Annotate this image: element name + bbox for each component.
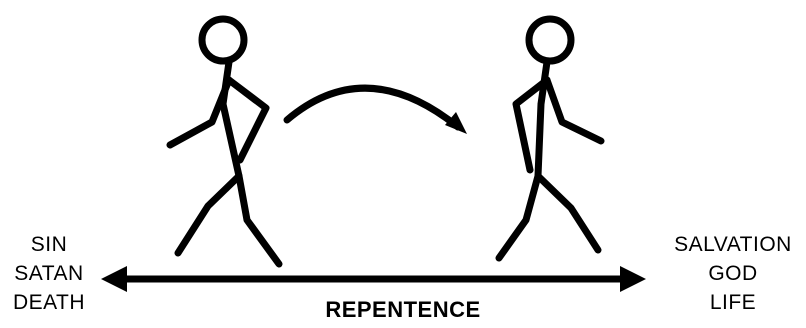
left-figure-front-leg: [239, 176, 279, 264]
right-figure-head: [529, 19, 571, 61]
left-figure-back-arm: [170, 80, 229, 145]
arrow-right-head: [620, 266, 646, 292]
left-figure-back-leg: [178, 176, 239, 253]
label-sin: SIN: [31, 230, 68, 259]
curved-arrow-shaft: [287, 88, 458, 127]
right-figure-front-leg: [538, 176, 598, 250]
label-satan: SATAN: [14, 259, 83, 288]
right-stick-figure-icon: [499, 19, 601, 258]
arrow-left-head: [101, 266, 127, 292]
left-stick-figure-icon: [170, 19, 279, 264]
right-figure-front-arm: [547, 80, 601, 141]
double-headed-arrow-icon: [101, 266, 646, 292]
right-figure-back-leg: [499, 176, 538, 258]
label-god: GOD: [708, 259, 757, 288]
center-label: REPENTENCE: [0, 297, 806, 323]
curved-arrow-icon: [287, 88, 467, 134]
left-figure-head: [202, 19, 244, 61]
label-salvation: SALVATION: [674, 230, 792, 259]
